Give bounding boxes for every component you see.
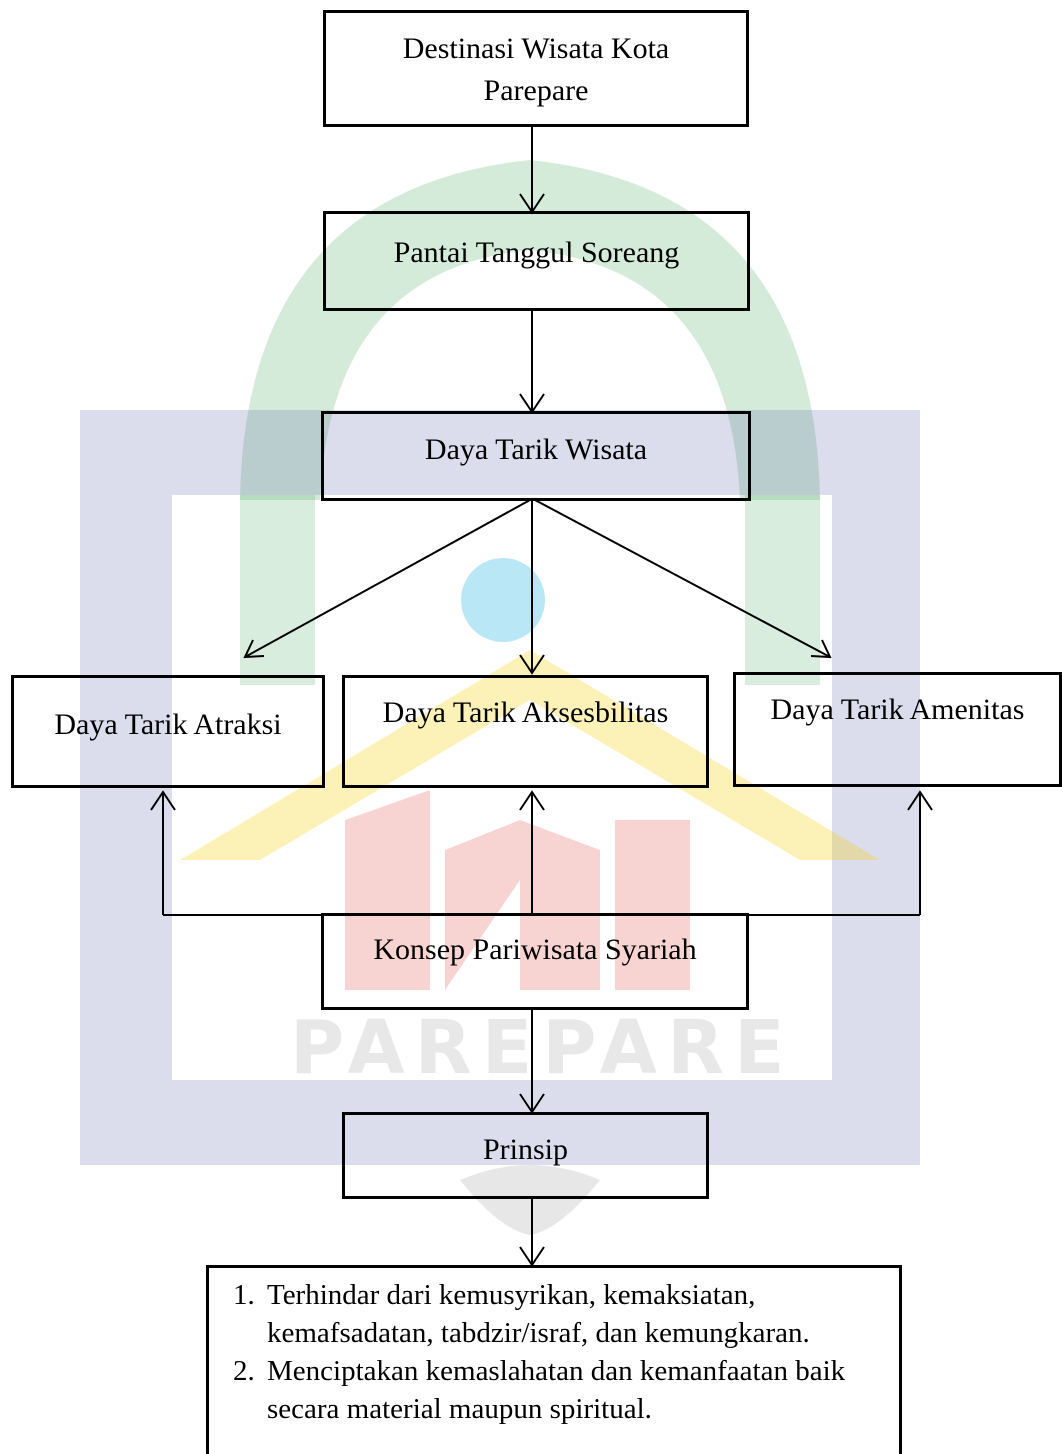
feedback-middle-head [519,790,545,811]
node-daya-tarik-wisata-label: Daya Tarik Wisata [424,433,648,466]
node-aksesbilitas: Daya Tarik Aksesbilitas [342,675,709,788]
node-daya-tarik-wisata: Daya Tarik Wisata [321,411,751,501]
feedback-left-head [150,790,176,811]
node-konsep-label: Konsep Pariwisata Syariah [373,933,697,966]
arrowhead-aksesbilitas [519,654,545,675]
node-prinsip-label: Prinsip [482,1133,569,1166]
node-amenitas-label: Daya Tarik Amenitas [770,693,1025,726]
arrowhead-prinsip [519,1093,545,1114]
watermark-pillar-right [745,495,820,685]
node-pantai: Pantai Tanggul Soreang [323,211,750,311]
principle-text-1: Terhindar dari kemusyrikan, kemaksiatan,… [267,1279,810,1349]
node-pantai-label: Pantai Tanggul Soreang [393,236,680,269]
node-konsep: Konsep Pariwisata Syariah [321,913,749,1010]
arrowhead-amenitas [810,639,832,659]
node-amenitas: Daya Tarik Amenitas [733,672,1062,787]
watermark-pillar-left [240,495,315,685]
arrowhead-pantai [519,193,545,214]
arrowhead-atraksi [243,639,265,659]
watermark-globe [461,558,545,642]
watermark-text: PAREPARE [290,1005,795,1091]
node-aksesbilitas-label: Daya Tarik Aksesbilitas [382,696,669,729]
node-destinasi: Destinasi Wisata Kota Parepare [323,10,749,127]
arrowhead-list [519,1246,545,1267]
arrow-to-atraksi [244,499,531,658]
node-principles: 1. Terhindar dari kemusyrikan, kemaksiat… [206,1265,902,1454]
arrow-to-amenitas [534,499,831,658]
principle-number-2: 2. [233,1355,255,1387]
principles-list: 1. Terhindar dari kemusyrikan, kemaksiat… [209,1276,891,1428]
principle-text-2: Menciptakan kemaslahatan dan kemanfaatan… [267,1355,846,1425]
arrowhead-daya-tarik [519,393,545,414]
principle-item-1: 1. Terhindar dari kemusyrikan, kemaksiat… [209,1276,891,1352]
node-atraksi: Daya Tarik Atraksi [11,675,325,788]
principle-item-2: 2. Menciptakan kemaslahatan dan kemanfaa… [209,1352,891,1428]
principle-number-1: 1. [233,1279,255,1311]
node-destinasi-label: Destinasi Wisata Kota Parepare [402,32,670,107]
node-atraksi-label: Daya Tarik Atraksi [54,708,282,741]
feedback-right-head [907,790,933,811]
node-prinsip: Prinsip [342,1112,709,1199]
